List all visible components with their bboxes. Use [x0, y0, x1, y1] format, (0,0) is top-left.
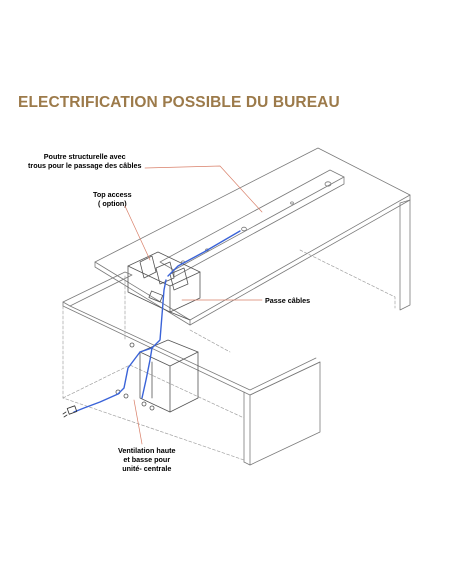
label-ventilation-line-3: unité- centrale — [122, 464, 172, 473]
cable-cpu-2 — [141, 347, 153, 399]
desk-right-panel — [399, 199, 411, 311]
top-access-bottom — [169, 311, 191, 321]
label-poutre-line-2: trous pour le passage des câbles — [28, 161, 142, 170]
top-access-lid-2 — [155, 261, 175, 285]
desk-top-right-edge — [189, 194, 411, 326]
cpu-front — [139, 351, 171, 413]
page-title: ELECTRIFICATION POSSIBLE DU BUREAU — [18, 94, 340, 111]
label-poutre-structurelle: Poutre structurelle avec trous pour le p… — [28, 152, 141, 170]
beam-hole-3 — [290, 201, 294, 205]
return-hidden-lines — [62, 275, 245, 461]
top-access-lid-1 — [139, 255, 157, 279]
top-access-outlet — [148, 290, 164, 303]
power-plug-pin-1 — [62, 411, 67, 415]
cpu-side — [169, 351, 199, 413]
cable-top-access-down — [139, 279, 167, 353]
cable-cpu — [117, 351, 141, 395]
cpu-vent-1 — [129, 342, 135, 348]
desk-top-front-edge — [94, 261, 191, 326]
label-top-access-line-1: Top access — [93, 190, 132, 199]
return-hidden-floor — [62, 364, 245, 419]
return-top — [62, 271, 133, 307]
hidden-return-line — [189, 329, 231, 353]
top-access-lid-3 — [169, 267, 189, 291]
label-ventilation: Ventilation haute et basse pour unité- c… — [118, 446, 176, 473]
return-desk — [62, 271, 321, 466]
top-access-front-left — [127, 265, 171, 313]
power-plug-pin-2 — [63, 414, 68, 418]
return-top-edge — [62, 301, 321, 396]
beam-top — [159, 169, 345, 271]
return-block-base — [243, 461, 251, 466]
cpu-vent-4 — [141, 401, 147, 407]
power-plug-body — [66, 405, 78, 415]
label-top-access-line-2: ( option) — [97, 199, 127, 208]
structural-beam — [159, 169, 345, 278]
label-ventilation-line-1: Ventilation haute — [118, 446, 176, 455]
callout-ventilation — [133, 399, 143, 445]
hidden-lines — [189, 249, 396, 353]
return-right-block — [249, 361, 321, 466]
cpu-vent-3 — [123, 393, 129, 399]
top-access-front-right — [169, 271, 201, 313]
label-ventilation-line-2: et basse pour — [123, 455, 171, 464]
label-passe-cables: Passe câbles — [265, 296, 311, 305]
label-top-access: Top access ( option) — [93, 190, 132, 208]
cpu-unit — [115, 339, 199, 413]
top-access-box — [127, 251, 201, 321]
label-poutre-line-1: Poutre structurelle avec — [43, 152, 126, 161]
beam-hole-2 — [241, 226, 247, 232]
cable-floor — [73, 393, 119, 413]
power-plug — [62, 405, 78, 418]
callout-lines — [124, 165, 263, 445]
hidden-panel-line — [299, 249, 396, 309]
cables — [73, 230, 241, 413]
cpu-vent-5 — [149, 405, 155, 411]
return-hidden-left — [62, 305, 245, 461]
beam-hole-1 — [324, 181, 332, 187]
return-top-front — [69, 305, 317, 391]
callout-poutre — [144, 165, 263, 213]
cable-beam — [167, 230, 241, 277]
desk-top — [94, 147, 411, 326]
beam-front — [173, 176, 345, 278]
callout-top-access — [124, 205, 151, 261]
